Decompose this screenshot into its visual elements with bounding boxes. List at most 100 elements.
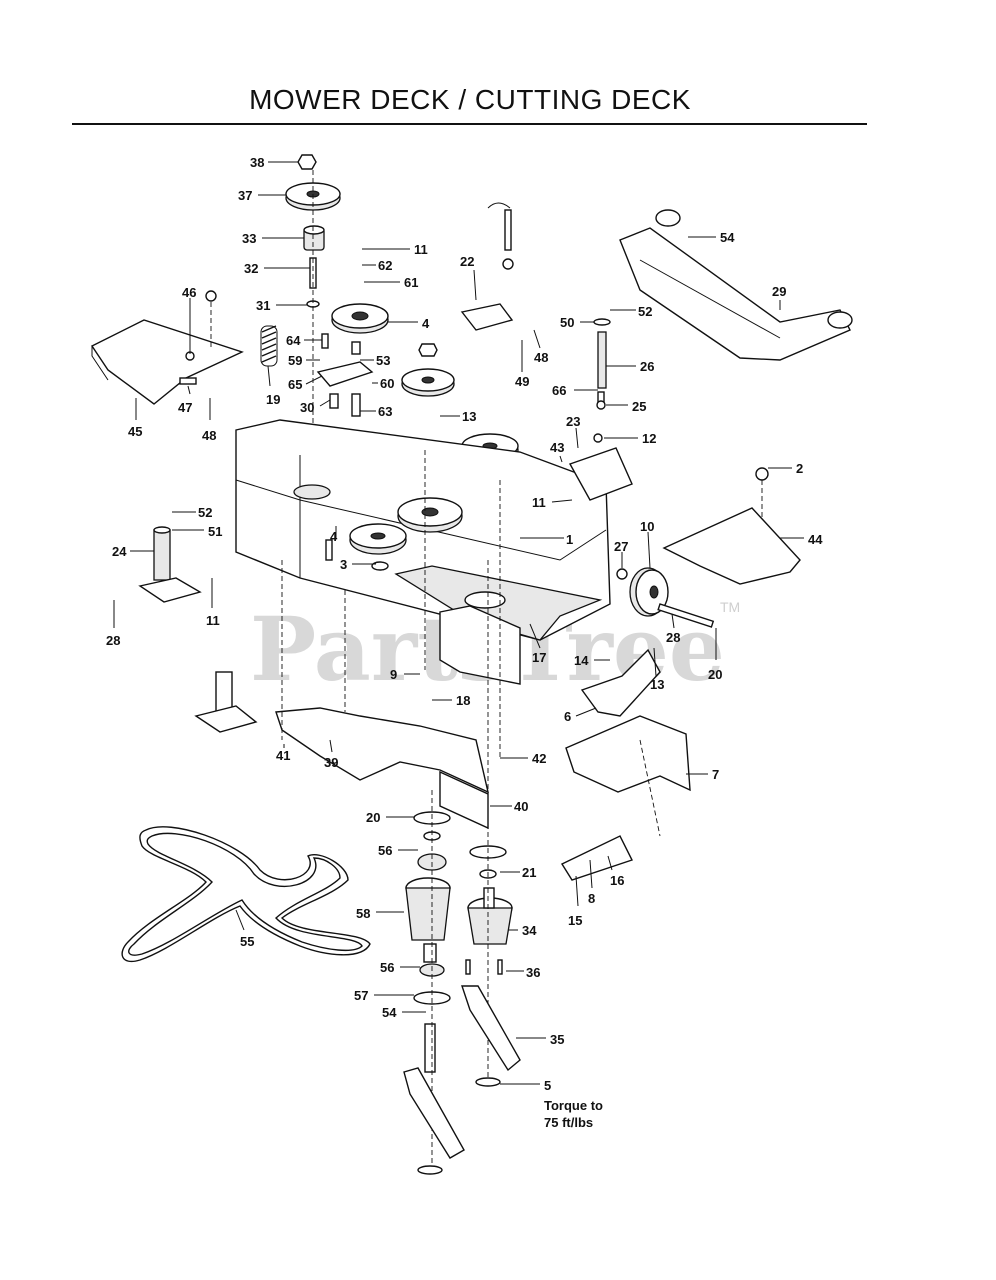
- callout-20b: 20: [366, 810, 380, 825]
- callout-12: 12: [642, 431, 656, 446]
- callout-33: 33: [242, 231, 256, 246]
- drive-belt: [121, 826, 371, 963]
- callout-26: 26: [640, 359, 654, 374]
- left-deflector-plate: [90, 290, 244, 405]
- callout-3: 3: [340, 557, 347, 572]
- blade-right: [461, 985, 521, 1087]
- tension-bracket: [460, 202, 514, 331]
- callout-30: 30: [300, 400, 314, 415]
- torque-note-line1: Torque to: [544, 1098, 603, 1113]
- callout-44: 44: [808, 532, 823, 547]
- callout-42: 42: [532, 751, 546, 766]
- right-discharge-plate: [662, 467, 801, 585]
- callout-38: 38: [250, 155, 264, 170]
- right-frame-arm: [619, 209, 853, 361]
- callout-20: 20: [708, 667, 722, 682]
- callout-56: 56: [378, 843, 392, 858]
- callout-13: 13: [462, 409, 476, 424]
- callout-1: 1: [566, 532, 573, 547]
- blade-left: [403, 1067, 465, 1175]
- callout-8: 8: [588, 891, 595, 906]
- callout-52: 52: [638, 304, 652, 319]
- callout-23: 23: [566, 414, 580, 429]
- callout-34: 34: [522, 923, 537, 938]
- callout-28b: 28: [666, 630, 680, 645]
- callout-54b: 54: [382, 1005, 397, 1020]
- callout-15: 15: [568, 913, 582, 928]
- callout-21: 21: [522, 865, 536, 880]
- callout-11b: 11: [532, 495, 546, 510]
- callout-10: 10: [640, 519, 654, 534]
- callout-65: 65: [288, 377, 302, 392]
- callout-46: 46: [182, 285, 196, 300]
- callout-60: 60: [380, 376, 394, 391]
- callout-40: 40: [514, 799, 528, 814]
- callout-11c: 11: [206, 613, 220, 628]
- callout-14: 14: [574, 653, 589, 668]
- callout-19: 19: [266, 392, 280, 407]
- callout-52b: 52: [198, 505, 212, 520]
- discharge-chute: [560, 648, 691, 881]
- page-title: MOWER DECK / CUTTING DECK: [249, 84, 691, 115]
- callout-62: 62: [378, 258, 392, 273]
- callouts: 38 37 33 32 31 64 59 65 19 30 11 62 61 4…: [106, 155, 823, 1130]
- callout-51: 51: [208, 524, 222, 539]
- callout-50: 50: [560, 315, 574, 330]
- callout-59: 59: [288, 353, 302, 368]
- callout-63: 63: [378, 404, 392, 419]
- idler-arm-assembly: [316, 303, 389, 417]
- callout-61: 61: [404, 275, 418, 290]
- callout-17: 17: [532, 650, 546, 665]
- callout-2: 2: [796, 461, 803, 476]
- callout-53: 53: [376, 353, 390, 368]
- callout-27: 27: [614, 539, 628, 554]
- callout-35: 35: [550, 1032, 564, 1047]
- callout-6: 6: [564, 709, 571, 724]
- callout-4b: 4: [330, 529, 338, 544]
- callout-22: 22: [460, 254, 474, 269]
- right-roller-bracket: [568, 433, 633, 501]
- guide-lines: [281, 450, 661, 837]
- callout-7: 7: [712, 767, 719, 782]
- callout-25: 25: [632, 399, 646, 414]
- callout-66: 66: [552, 383, 566, 398]
- callout-47: 47: [178, 400, 192, 415]
- callout-43: 43: [550, 440, 564, 455]
- callout-28: 28: [106, 633, 120, 648]
- anti-scalp-wheel: [616, 567, 715, 628]
- callout-32: 32: [244, 261, 258, 276]
- callout-16: 16: [610, 873, 624, 888]
- callout-4: 4: [422, 316, 430, 331]
- callout-56b: 56: [380, 960, 394, 975]
- right-axle-pin: [593, 318, 611, 410]
- callout-37: 37: [238, 188, 252, 203]
- callout-41: 41: [276, 748, 290, 763]
- callout-9: 9: [390, 667, 397, 682]
- callout-36: 36: [526, 965, 540, 980]
- callout-39: 39: [324, 755, 338, 770]
- left-anti-scalp-bracket: [138, 526, 258, 733]
- upper-pulley-stack: [285, 154, 341, 480]
- callout-48: 48: [534, 350, 548, 365]
- callout-48b: 48: [202, 428, 216, 443]
- spindle-right: [465, 560, 513, 1080]
- watermark-tm: TM: [720, 599, 740, 615]
- title-rule: [72, 123, 867, 125]
- callout-31: 31: [256, 298, 270, 313]
- torque-note-line2: 75 ft/lbs: [544, 1115, 593, 1130]
- callout-45: 45: [128, 424, 142, 439]
- callout-64: 64: [286, 333, 301, 348]
- callout-13b: 13: [650, 677, 664, 692]
- spring: [260, 325, 278, 367]
- spindle-left: [405, 790, 451, 1164]
- callout-58: 58: [356, 906, 370, 921]
- callout-54: 54: [720, 230, 735, 245]
- callout-11: 11: [414, 242, 428, 257]
- callout-29: 29: [772, 284, 786, 299]
- callout-5: 5: [544, 1078, 551, 1093]
- callout-49: 49: [515, 374, 529, 389]
- callout-57: 57: [354, 988, 368, 1003]
- callout-18: 18: [456, 693, 470, 708]
- callout-55: 55: [240, 934, 254, 949]
